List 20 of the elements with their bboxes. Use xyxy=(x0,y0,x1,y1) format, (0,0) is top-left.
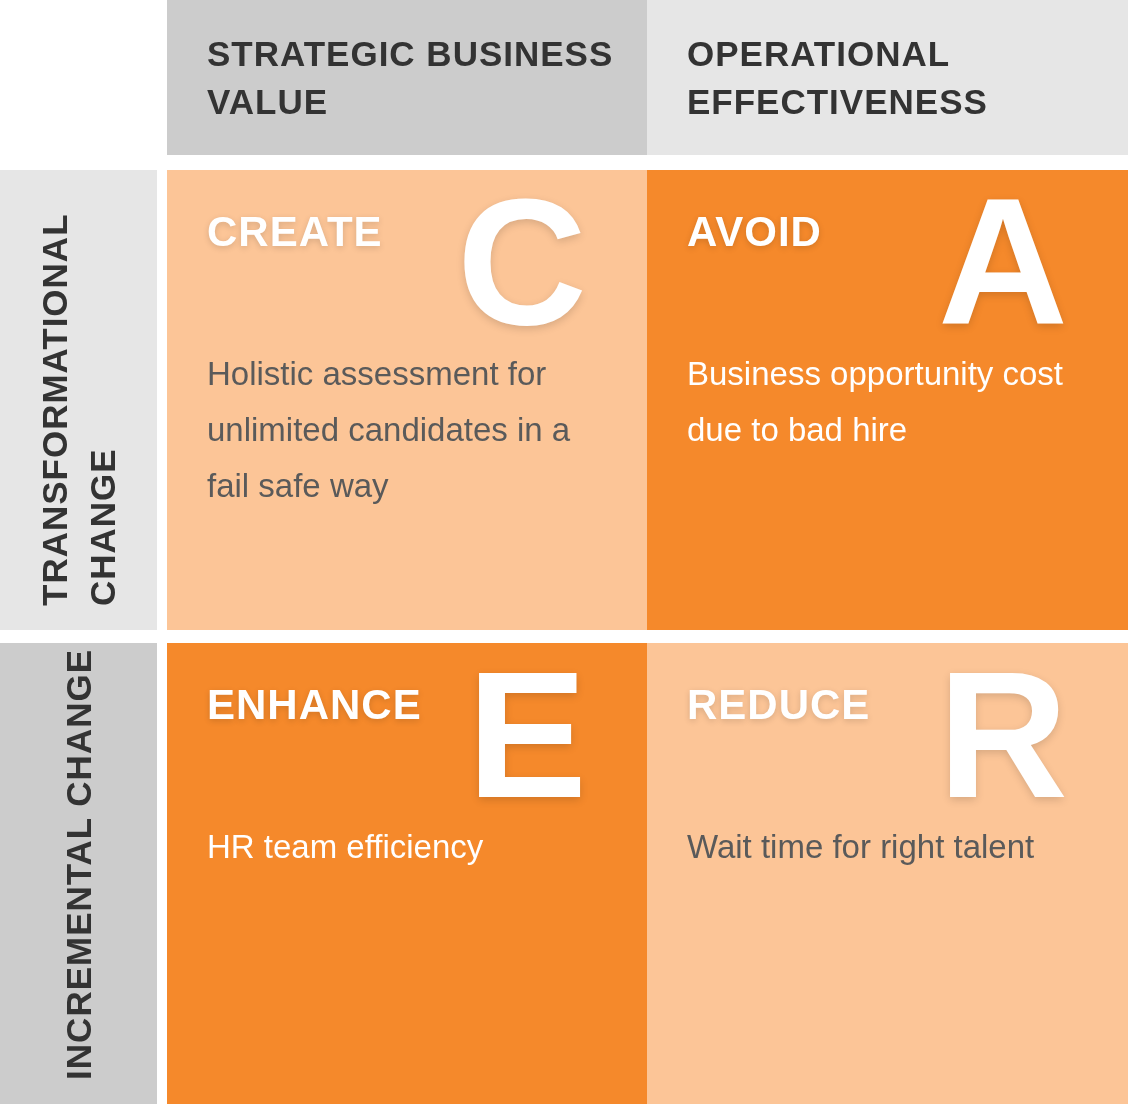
quadrant-cell xyxy=(167,170,647,630)
quadrant-title: AVOID xyxy=(687,207,822,257)
row-header: INCREMENTAL CHANGE xyxy=(0,643,157,1104)
quadrant-cell xyxy=(647,643,1128,1104)
quadrant-title: REDUCE xyxy=(687,680,871,730)
quadrant-description: Wait time for right talent xyxy=(687,827,1036,867)
row-header: TRANSFORMATIONAL CHANGE xyxy=(0,170,157,630)
quadrant-letter: R xyxy=(938,645,1068,825)
quadrant-title: ENHANCE xyxy=(207,680,422,730)
quadrant-description: HR team efficiency xyxy=(207,827,485,867)
column-header: OPERATIONAL EFFECTIVENESS xyxy=(647,0,1128,155)
quadrant-cell xyxy=(647,170,1128,630)
quadrant-description: Holistic assessment for unlimited candidates in a fail safe way xyxy=(207,354,572,506)
column-header: STRATEGIC BUSINESS VALUE xyxy=(167,0,647,155)
quadrant-title: CREATE xyxy=(207,207,383,257)
quadrant-letter: C xyxy=(457,172,587,352)
quadrant-letter: A xyxy=(938,172,1068,352)
quadrant-cell xyxy=(167,643,647,1104)
quadrant-description: Business opportunity cost due to bad hire xyxy=(687,354,1065,450)
quadrant-letter: E xyxy=(466,645,587,825)
